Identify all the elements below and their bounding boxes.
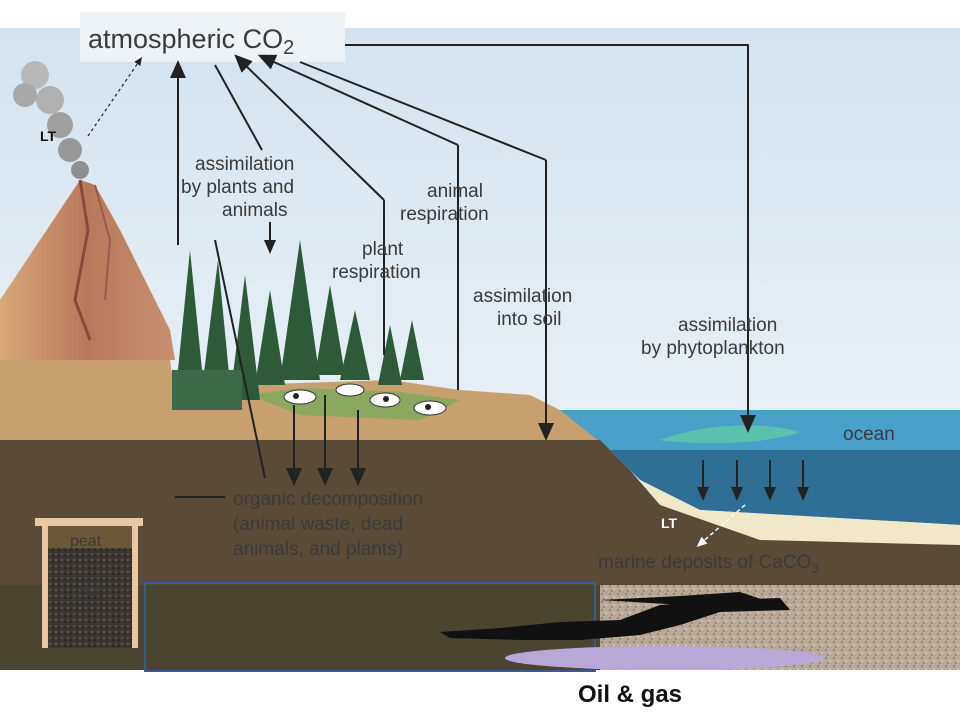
label-assim-plants-2: by plants and bbox=[181, 177, 294, 198]
label-decomp-1: organic decomposition bbox=[233, 489, 423, 510]
title-atmospheric-co2: atmospheric CO2 bbox=[88, 24, 294, 59]
label-plant-resp-2: respiration bbox=[332, 262, 421, 283]
label-coal: coal bbox=[71, 583, 100, 600]
phytoplankton bbox=[660, 425, 800, 444]
label-plant-resp-1: plant bbox=[362, 239, 404, 260]
label-assim-phyto-1: assimilation bbox=[678, 315, 777, 336]
label-animal-resp-2: respiration bbox=[400, 204, 489, 225]
label-marine-deposits: marine deposits of CaCO3 bbox=[598, 552, 819, 576]
label-assim-phyto-2: by phytoplankton bbox=[641, 338, 785, 359]
cows bbox=[283, 383, 447, 416]
cycle-arrows bbox=[87, 44, 809, 501]
label-animal-resp-1: animal bbox=[427, 181, 483, 202]
label-decomp-3: animals, and plants) bbox=[233, 539, 403, 560]
lt-label-ocean: LT bbox=[661, 515, 678, 531]
label-assim-plants-1: assimilation bbox=[195, 154, 294, 175]
label-ocean: ocean bbox=[843, 424, 895, 445]
volcano bbox=[0, 179, 175, 360]
lt-label-volcano: LT bbox=[40, 128, 57, 144]
forest bbox=[172, 240, 424, 410]
label-assim-plants-3: animals bbox=[222, 200, 287, 221]
label-assim-soil-1: assimilation bbox=[473, 286, 572, 307]
label-assim-soil-2: into soil bbox=[497, 309, 561, 330]
ocean-lt-arrow bbox=[696, 504, 746, 547]
title-box bbox=[80, 12, 345, 62]
label-peat: peat bbox=[70, 533, 102, 550]
label-decomp-2: (animal waste, dead bbox=[233, 514, 403, 535]
peat-coal-sample bbox=[35, 518, 143, 648]
ocean-sand bbox=[640, 480, 960, 545]
label-oil-gas: Oil & gas bbox=[578, 681, 682, 708]
oil-streaks bbox=[440, 598, 790, 640]
soil bbox=[0, 440, 960, 585]
volcano-smoke bbox=[13, 61, 89, 179]
gas-pocket bbox=[505, 646, 825, 670]
ocean-deep bbox=[610, 450, 960, 525]
